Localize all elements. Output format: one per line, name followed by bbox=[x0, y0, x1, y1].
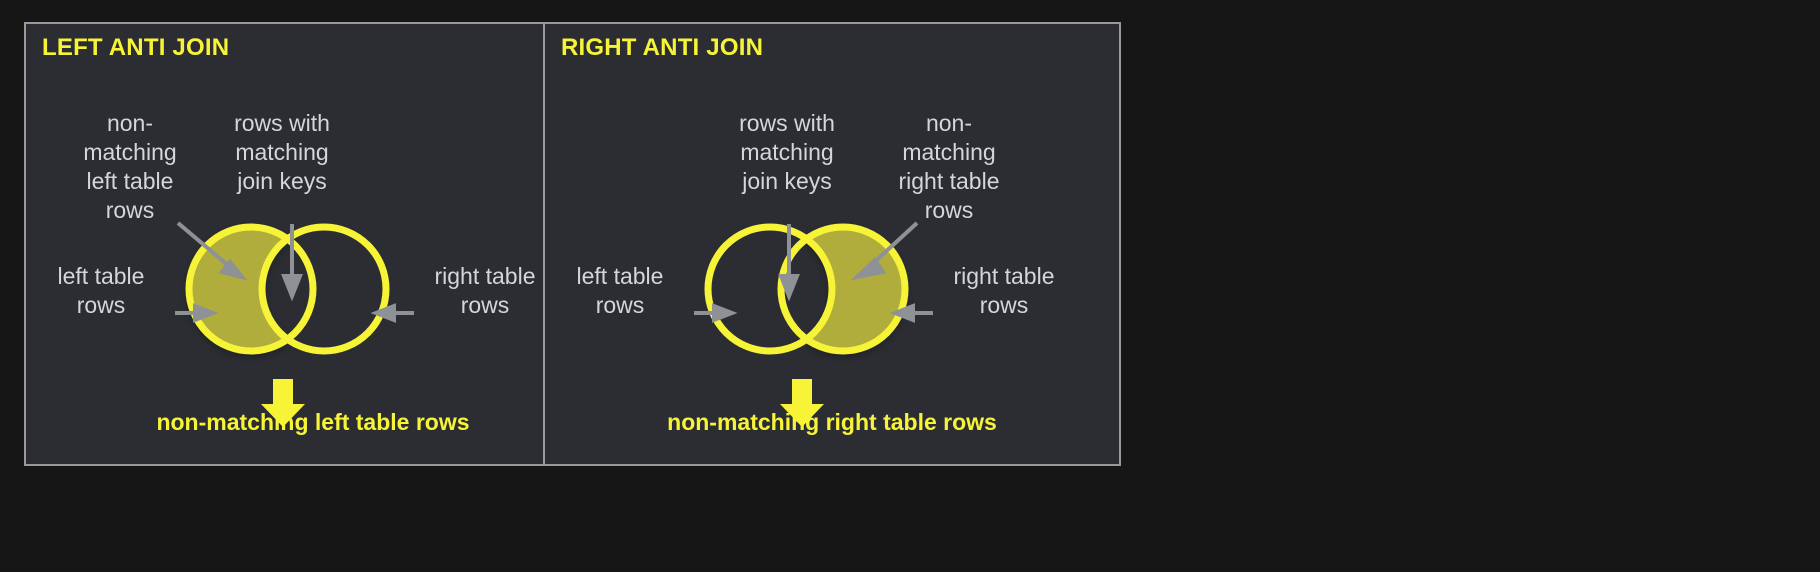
result-label: non-matching right table rows bbox=[667, 409, 997, 435]
panel-title: LEFT ANTI JOIN bbox=[42, 34, 230, 61]
left-table-circle bbox=[185, 223, 317, 355]
annotation-non-matching-right-rows: non- matching right table rows bbox=[898, 110, 1000, 223]
venn-svg bbox=[694, 221, 933, 427]
annotation-left-table-rows: left table rows bbox=[576, 263, 664, 318]
leader-lines bbox=[694, 221, 933, 323]
left-table-circle bbox=[704, 223, 836, 355]
panel-left-anti-join: LEFT ANTI JOIN bbox=[24, 22, 602, 466]
annotation-left-table-rows: left table rows bbox=[57, 263, 145, 318]
right-table-circle bbox=[777, 223, 909, 355]
venn-svg bbox=[175, 221, 414, 427]
annotation-right-table-rows: right table rows bbox=[434, 263, 536, 318]
annotation-matching-join-keys: rows with matching join keys bbox=[739, 110, 835, 194]
leader-lines bbox=[175, 221, 414, 323]
annotation-right-table-rows: right table rows bbox=[953, 263, 1055, 318]
annotation-non-matching-left-rows: non- matching left table rows bbox=[83, 110, 177, 223]
down-arrow-icon bbox=[261, 379, 305, 427]
highlight-right-only bbox=[781, 227, 905, 351]
venn-diagram-left bbox=[26, 24, 600, 464]
panel-right-anti-join: RIGHT ANTI JOIN bbox=[543, 22, 1121, 466]
down-arrow-icon bbox=[780, 379, 824, 427]
right-table-circle bbox=[258, 223, 390, 355]
venn-diagram-right bbox=[545, 24, 1119, 464]
annotation-matching-join-keys: rows with matching join keys bbox=[234, 110, 330, 194]
panel-title: RIGHT ANTI JOIN bbox=[561, 34, 764, 61]
result-label: non-matching left table rows bbox=[156, 409, 470, 435]
